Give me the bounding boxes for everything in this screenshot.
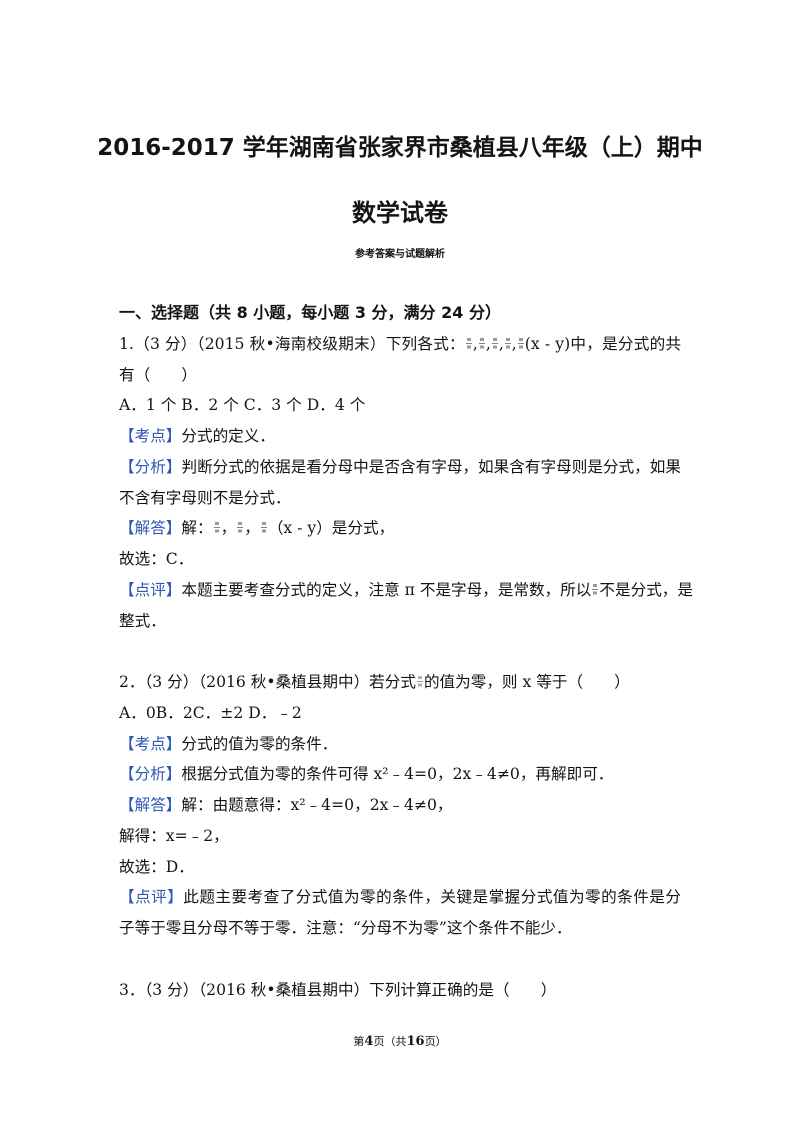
- separator: ,: [472, 334, 478, 353]
- dianping-text: 此题主要考查了分式值为零的条件，关键是掌握分式值为零的条件是分: [183, 888, 681, 907]
- tag-dianping: 【点评】: [119, 580, 182, 599]
- question-2-stem: 2．（3 分）（2016 秋•桑植县期中）若分式的值为零，则 x 等于（ ）: [119, 667, 681, 698]
- question-1-options: A．1 个 B．2 个 C．3 个 D．4 个: [119, 396, 366, 415]
- question-1-dianping-line2: 整式．: [119, 611, 166, 630]
- separator: ，: [244, 519, 260, 538]
- fraction-image: [517, 337, 524, 350]
- fraction-image: [237, 521, 244, 534]
- question-1-stem-text: 1.（3 分）（2015 秋•海南校级期末）下列各式：: [119, 334, 465, 353]
- jieda-text: 解：由题意得：x²﹣4=0，2x﹣4≠0，: [181, 796, 453, 814]
- fraction-image: [592, 583, 599, 596]
- blank-line: [119, 944, 681, 975]
- kaodian-text: 分式的定义．: [181, 427, 275, 445]
- question-2-kaodian: 【考点】分式的值为零的条件．: [119, 729, 681, 760]
- separator: ,: [511, 334, 517, 353]
- question-2-stem-text: 的值为零，则 x 等于（ ）: [423, 673, 630, 691]
- document-title-line1: 2016-2017 学年湖南省张家界市桑植县八年级（上）期中: [97, 135, 703, 161]
- fraction-image: [213, 521, 220, 534]
- question-1-stem-line2: 有（ ）: [119, 365, 197, 384]
- answer-body: 一、选择题（共 8 小题，每小题 3 分，满分 24 分） 1.（3 分）（20…: [119, 298, 693, 1005]
- kaodian-text: 分式的值为零的条件．: [181, 734, 338, 753]
- blank-line: [119, 636, 681, 667]
- footer-prefix: 第: [353, 1035, 365, 1048]
- dianping-text: 本题主要考查分式的定义，注意 π 不是字母，是常数，所以: [181, 580, 592, 599]
- footer-mid: 页（共: [373, 1035, 407, 1048]
- separator: ,: [485, 334, 491, 353]
- question-2-answer: 故选：D．: [119, 857, 194, 876]
- question-1-answer: 故选：C．: [119, 550, 194, 568]
- separator: ，: [220, 519, 237, 538]
- question-1-kaodian: 【考点】分式的定义．: [119, 421, 681, 452]
- question-2-options: A．0B．2C．±2 D．﹣2: [119, 703, 302, 722]
- question-2-stem-text: 2．（3 分）（2016 秋•桑植县期中）若分式: [119, 673, 416, 691]
- question-3-stem: 3．（3 分）（2016 秋•桑植县期中）下列计算正确的是（ ）: [119, 980, 557, 999]
- tag-dianping: 【点评】: [119, 888, 184, 907]
- question-2-jieda: 【解答】解：由题意得：x²﹣4=0，2x﹣4≠0，: [119, 790, 681, 821]
- fraction-image: [465, 337, 472, 350]
- section-heading: 一、选择题（共 8 小题，每小题 3 分，满分 24 分）: [119, 303, 501, 322]
- jieda-text: （x - y）是分式，: [267, 519, 395, 538]
- question-2-dianping-line2: 子等于零且分母不等于零．注意：“分母不为零”这个条件不能少．: [119, 919, 572, 937]
- question-2-dianping: 【点评】此题主要考查了分式值为零的条件，关键是掌握分式值为零的条件是分: [119, 882, 681, 913]
- fraction-image: [260, 521, 267, 534]
- footer-total-pages: 16: [406, 1034, 425, 1049]
- fraction-image: [416, 675, 423, 688]
- question-1-jieda: 【解答】解： ， ， （x - y）是分式，: [119, 513, 681, 544]
- question-2-solution: 解得：x=﹣2，: [119, 826, 229, 845]
- tag-fenxi: 【分析】: [119, 457, 182, 476]
- document-subtitle: 参考答案与试题解析: [355, 249, 445, 260]
- dianping-text: 不是分式，是: [599, 580, 693, 599]
- question-2-fenxi: 【分析】根据分式值为零的条件可得 x²﹣4=0，2x﹣4≠0，再解即可．: [119, 759, 681, 790]
- fraction-image: [491, 337, 498, 350]
- question-1-dianping: 【点评】本题主要考查分式的定义，注意 π 不是字母，是常数，所以不是分式，是: [119, 575, 693, 606]
- tag-kaodian: 【考点】: [119, 427, 182, 445]
- footer-suffix: 页）: [424, 1035, 447, 1048]
- document-title-line2: 数学试卷: [352, 199, 448, 227]
- jieda-text: 解：: [181, 519, 213, 538]
- footer-page-number: 4: [364, 1034, 374, 1049]
- tag-kaodian: 【考点】: [119, 734, 182, 753]
- fenxi-text: 根据分式值为零的条件可得 x²﹣4=0，2x﹣4≠0，再解即可．: [181, 765, 614, 784]
- page-footer: 第4页（共16页）: [0, 1034, 800, 1050]
- separator: ,: [498, 334, 504, 353]
- tag-jieda: 【解答】: [119, 519, 182, 538]
- question-1-fenxi-line2: 不含有字母则不是分式．: [119, 488, 291, 507]
- fraction-image: [504, 337, 511, 350]
- question-1-stem: 1.（3 分）（2015 秋•海南校级期末）下列各式：,,,, (x - y)中，…: [119, 329, 681, 360]
- question-1-stem-text: (x - y)中，是分式的共: [524, 334, 681, 353]
- tag-fenxi: 【分析】: [119, 765, 182, 784]
- fenxi-text: 判断分式的依据是看分母中是否含有字母，如果含有字母则是分式，如果: [181, 457, 681, 476]
- tag-jieda: 【解答】: [119, 796, 182, 814]
- question-1-fenxi: 【分析】判断分式的依据是看分母中是否含有字母，如果含有字母则是分式，如果: [119, 452, 681, 483]
- fraction-image: [478, 337, 485, 350]
